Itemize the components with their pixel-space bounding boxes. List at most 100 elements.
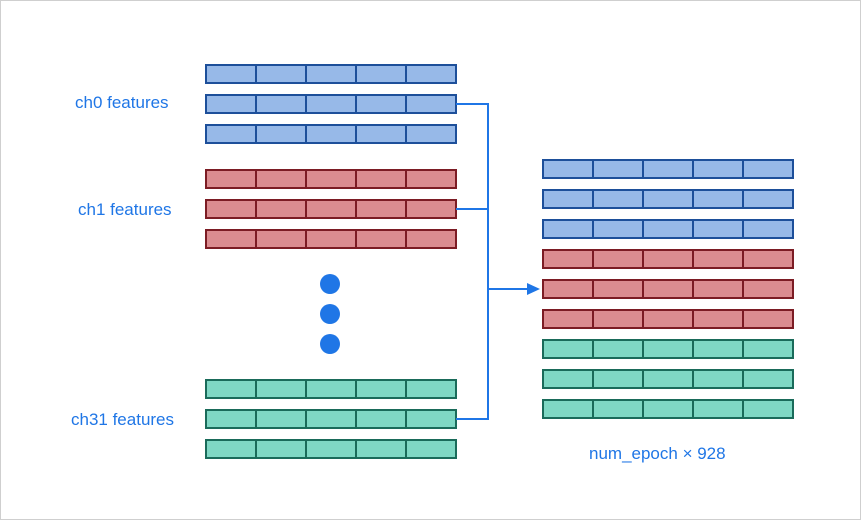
input-feature-groups — [205, 64, 457, 459]
arrow-head-icon — [527, 283, 540, 295]
feature-cell — [592, 279, 644, 299]
feature-cell — [205, 439, 257, 459]
ch1-feature-row — [205, 199, 457, 219]
feature-cell — [692, 339, 744, 359]
feature-cell — [542, 339, 594, 359]
feature-cell — [305, 379, 357, 399]
feature-cell — [255, 199, 307, 219]
ellipsis-dot — [320, 274, 340, 294]
feature-cell — [742, 249, 794, 269]
feature-cell — [405, 94, 457, 114]
feature-cell — [205, 379, 257, 399]
feature-cell — [642, 279, 694, 299]
feature-cell — [255, 64, 307, 84]
feature-cell — [255, 229, 307, 249]
feature-cell — [642, 399, 694, 419]
output-feature-row — [542, 339, 794, 359]
feature-cell — [355, 379, 407, 399]
feature-cell — [305, 229, 357, 249]
ch31-feature-row — [205, 409, 457, 429]
feature-cell — [592, 249, 644, 269]
feature-cell — [405, 229, 457, 249]
output-feature-row — [542, 189, 794, 209]
feature-cell — [542, 399, 594, 419]
ch0-features-label: ch0 features — [75, 93, 169, 112]
ch0-feature-group — [205, 64, 457, 144]
feature-cell — [305, 64, 357, 84]
feature-cell — [592, 189, 644, 209]
feature-cell — [355, 199, 407, 219]
feature-cell — [255, 439, 307, 459]
feature-cell — [305, 409, 357, 429]
feature-cell — [205, 64, 257, 84]
ch1-feature-group — [205, 169, 457, 249]
feature-cell — [592, 309, 644, 329]
feature-cell — [742, 189, 794, 209]
feature-cell — [205, 169, 257, 189]
feature-cell — [692, 159, 744, 179]
feature-cell — [642, 189, 694, 209]
feature-cell — [692, 369, 744, 389]
feature-cell — [542, 309, 594, 329]
feature-cell — [355, 94, 407, 114]
feature-cell — [405, 124, 457, 144]
feature-cell — [692, 189, 744, 209]
feature-cell — [355, 409, 407, 429]
feature-cell — [255, 409, 307, 429]
ch31-feature-row — [205, 379, 457, 399]
ch31-feature-group — [205, 379, 457, 459]
output-feature-row — [542, 219, 794, 239]
output-shape-label: num_epoch × 928 — [589, 444, 726, 463]
ch31-feature-row — [205, 439, 457, 459]
feature-cell — [692, 309, 744, 329]
ellipsis-dot — [320, 334, 340, 354]
output-feature-row — [542, 279, 794, 299]
feature-cell — [642, 159, 694, 179]
feature-cell — [205, 94, 257, 114]
connector-lines — [456, 103, 540, 420]
feature-cell — [255, 94, 307, 114]
feature-cell — [592, 339, 644, 359]
feature-cell — [592, 369, 644, 389]
ch1-feature-row — [205, 229, 457, 249]
feature-cell — [742, 369, 794, 389]
feature-cell — [642, 339, 694, 359]
feature-cell — [405, 379, 457, 399]
feature-cell — [692, 279, 744, 299]
feature-cell — [355, 169, 407, 189]
feature-cell — [742, 279, 794, 299]
feature-cell — [742, 309, 794, 329]
feature-cell — [355, 439, 407, 459]
ch0-feature-row — [205, 64, 457, 84]
feature-cell — [405, 64, 457, 84]
feature-cell — [255, 124, 307, 144]
feature-cell — [305, 199, 357, 219]
feature-cell — [642, 219, 694, 239]
feature-cell — [405, 439, 457, 459]
feature-cell — [305, 124, 357, 144]
feature-cell — [255, 379, 307, 399]
feature-cell — [642, 369, 694, 389]
feature-cell — [255, 169, 307, 189]
feature-cell — [692, 219, 744, 239]
feature-cell — [642, 249, 694, 269]
feature-cell — [592, 399, 644, 419]
feature-cell — [542, 159, 594, 179]
feature-cell — [355, 64, 407, 84]
ch1-features-label: ch1 features — [78, 200, 172, 219]
feature-cell — [692, 399, 744, 419]
feature-cell — [205, 124, 257, 144]
output-feature-row — [542, 309, 794, 329]
feature-cell — [542, 219, 594, 239]
output-feature-row — [542, 249, 794, 269]
feature-cell — [742, 339, 794, 359]
ch1-feature-row — [205, 169, 457, 189]
feature-cell — [205, 199, 257, 219]
feature-cell — [405, 409, 457, 429]
ch0-feature-row — [205, 94, 457, 114]
feature-cell — [542, 189, 594, 209]
feature-cell — [355, 124, 407, 144]
feature-cell — [542, 369, 594, 389]
feature-cell — [742, 159, 794, 179]
